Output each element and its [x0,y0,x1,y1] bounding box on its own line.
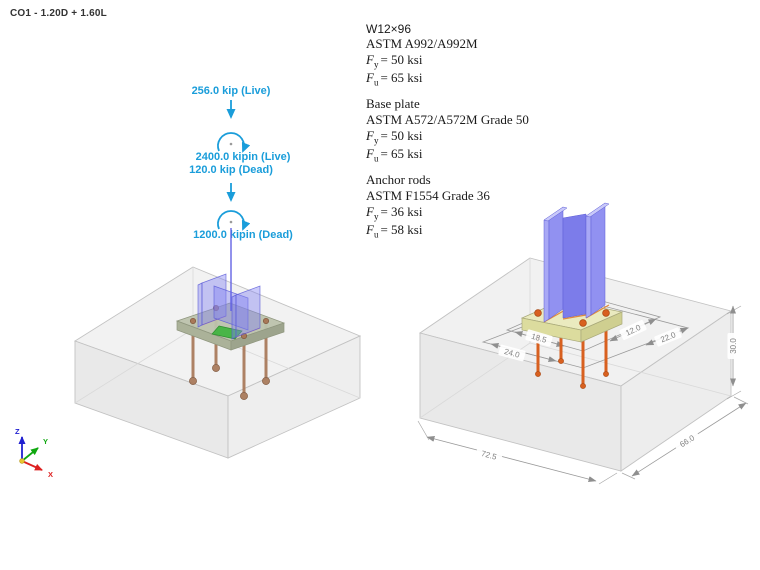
base-plate-fy: Fy= 50 ksi [366,128,423,146]
anchor-rod-heads-right [534,309,610,327]
base-plate-title: Base plate [366,96,420,112]
moment-dead-load-label: 1200.0 kipin (Dead) [193,229,293,241]
column-fy: Fy= 50 ksi [366,52,423,70]
load-combination-label: CO1 - 1.20D + 1.60L [10,8,107,19]
anchor-rods-fu: Fu= 58 ksi [366,221,423,240]
moment-arrow-live [217,132,251,153]
x-axis [21,460,43,471]
base-plate-standard: ASTM A572/A572M Grade 50 [366,112,529,128]
materials-panel: W12×96 ASTM A992/A992M Fy= 50 ksi Fu= 65… [366,22,529,249]
load-arrows [217,100,251,231]
dim-rod-spacing-width: 18.5 [525,329,553,347]
steel-column-right [543,202,610,323]
node-dot [229,142,233,146]
axis-triad: Z Y X [15,427,53,479]
svg-text:24.0: 24.0 [503,347,521,360]
base-plate-left [175,302,286,351]
moment-arrow-dead [217,210,251,231]
anchor-rods-title: Anchor rods [366,172,431,188]
axial-live-load-label: 256.0 kip (Live) [191,85,271,97]
svg-text:18.5: 18.5 [530,332,548,345]
origin-dot [19,458,25,464]
right-scene-dimensioned-model: 18.5 24.0 12.0 22.0 30.0 72.5 66.0 [417,202,749,485]
column-material-group: W12×96 ASTM A992/A992M Fy= 50 ksi Fu= 65… [366,22,529,87]
y-axis-label: Y [43,437,48,446]
base-plate-fu: Fu= 65 ksi [366,145,423,164]
z-axis-label: Z [15,427,20,436]
column-fu: Fu= 65 ksi [366,69,423,88]
dim-plate-depth: 22.0 [654,327,682,347]
anchor-rod-heads-left [189,304,270,340]
anchor-rods-fy: Fy= 36 ksi [366,204,423,222]
axial-dead-load-label: 120.0 kip (Dead) [189,164,273,176]
column-section: W12×96 [366,22,412,36]
dim-block-height: 30.0 [727,333,739,359]
svg-text:30.0: 30.0 [729,338,738,354]
anchor-rods-standard: ASTM F1554 Grade 36 [366,188,490,204]
contact-pressure-patch [211,325,243,340]
x-axis-label: X [48,470,53,479]
left-scene-loaded-model [73,100,362,459]
moment-live-load-label: 2400.0 kipin (Live) [195,151,291,163]
svg-text:72.5: 72.5 [480,449,498,462]
base-plate-material-group: Base plate ASTM A572/A572M Grade 50 Fy= … [366,96,529,163]
dim-plate-width: 24.0 [498,344,526,362]
y-axis [21,447,39,462]
dim-block-width: 72.5 [475,446,503,464]
node-dot [229,220,233,224]
anchor-rod-material-group: Anchor rods ASTM F1554 Grade 36 Fy= 36 k… [366,172,529,239]
column-standard: ASTM A992/A992M [366,36,478,51]
